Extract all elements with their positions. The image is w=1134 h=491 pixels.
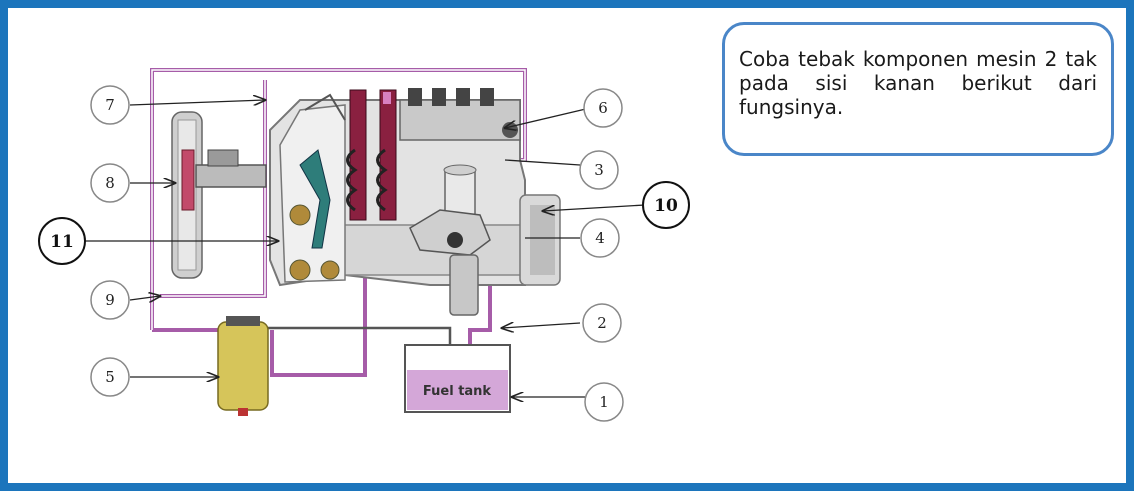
callout-1: 1	[584, 382, 624, 422]
callout-2: 2	[582, 303, 622, 343]
callout-label: 4	[595, 229, 605, 247]
fuel-tank-label: Fuel tank	[423, 384, 492, 399]
callout-label: 5	[105, 368, 115, 386]
callout-11: 11	[38, 217, 86, 265]
callout-4: 4	[580, 218, 620, 258]
fuel-tank: Fuel tank	[404, 344, 511, 413]
prompt-text: Coba tebak komponen mesin 2 tak pada sis…	[739, 47, 1097, 119]
callout-label: 2	[597, 314, 607, 332]
prompt-callout: Coba tebak komponen mesin 2 tak pada sis…	[722, 22, 1114, 156]
callout-7: 7	[90, 85, 130, 125]
callout-label: 10	[654, 196, 678, 216]
callout-label: 11	[50, 232, 74, 252]
callout-label: 1	[599, 393, 609, 411]
callout-9: 9	[90, 280, 130, 320]
governor-housing	[279, 93, 346, 283]
callout-6: 6	[583, 88, 623, 128]
callout-label: 6	[598, 99, 608, 117]
callout-label: 3	[594, 161, 604, 179]
feed-pump	[409, 164, 491, 316]
callout-10: 10	[642, 181, 690, 229]
drive-coupling	[519, 194, 561, 286]
callout-label: 7	[105, 96, 115, 114]
callout-3: 3	[579, 150, 619, 190]
fuel-filter	[217, 316, 269, 416]
hand-pump-assembly	[171, 111, 267, 279]
leader-lines	[85, 100, 646, 397]
callout-5: 5	[90, 357, 130, 397]
callout-label: 8	[105, 174, 115, 192]
callout-label: 9	[105, 291, 115, 309]
callout-8: 8	[90, 163, 130, 203]
